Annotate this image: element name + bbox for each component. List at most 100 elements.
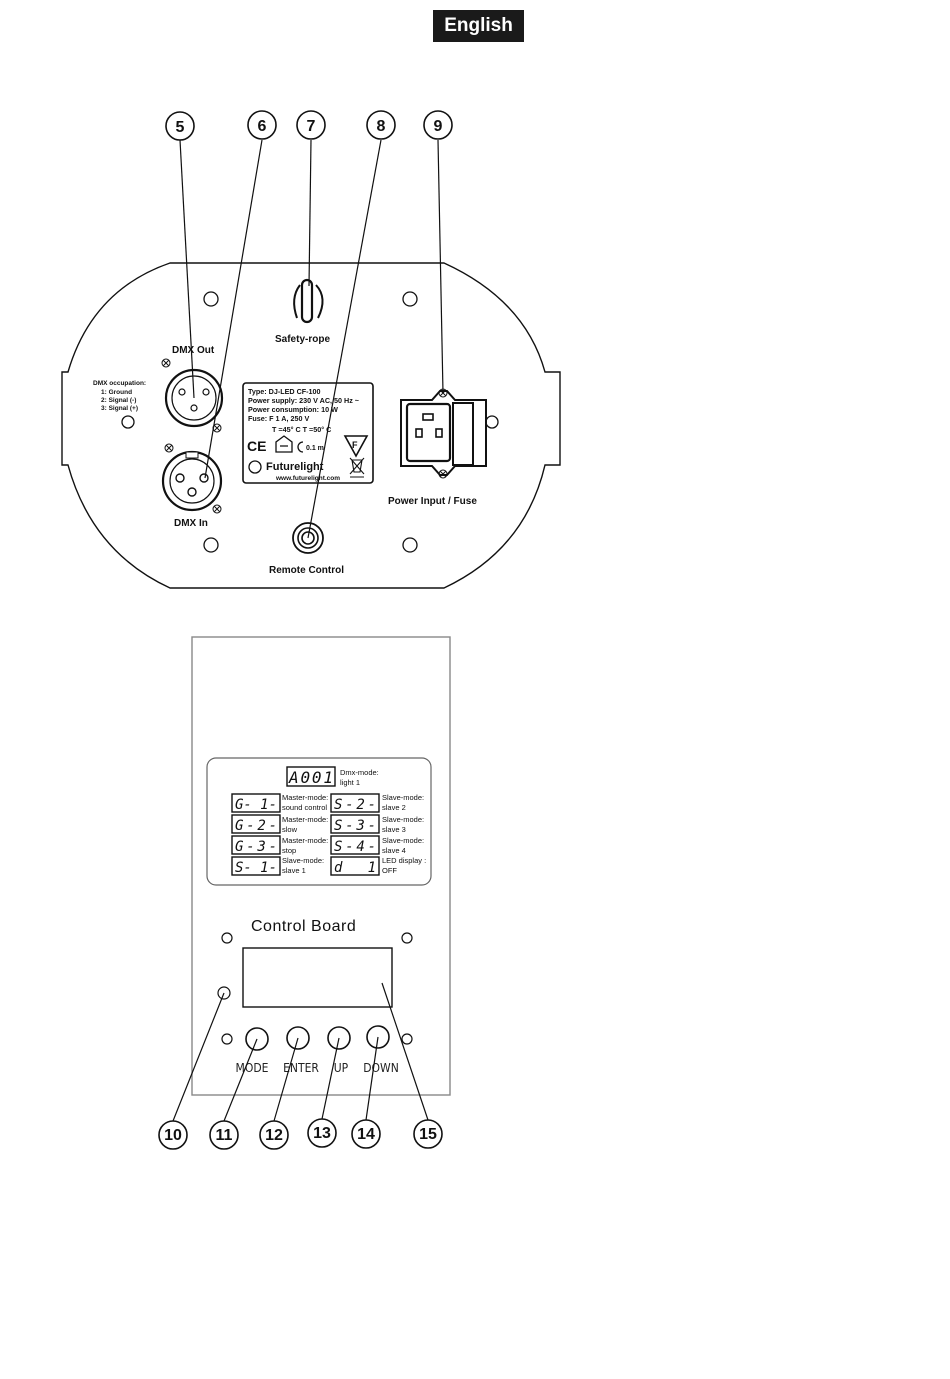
mode-desc: LED display : — [382, 856, 426, 865]
mode-desc: sound control — [282, 803, 327, 812]
mode-desc: stop — [282, 846, 296, 855]
dmx-out-label: DMX Out — [172, 345, 215, 356]
mode-code: G-2- — [235, 818, 277, 834]
mode-table — [206, 757, 432, 886]
svg-text:5: 5 — [176, 119, 185, 136]
up-button-label: UP — [334, 1061, 349, 1075]
callout-15: 15 — [413, 1119, 443, 1149]
dmx-in-label: DMX In — [174, 518, 208, 529]
down-button[interactable] — [366, 1025, 390, 1049]
mode-button[interactable] — [245, 1027, 269, 1051]
min-distance: 0.1 m — [306, 445, 324, 452]
callout-7: 7 — [296, 110, 326, 140]
power-input-socket — [400, 388, 487, 479]
mode-desc: light 1 — [340, 778, 360, 787]
dmx-in-connector — [161, 443, 223, 514]
safety-rope-eyelet — [293, 278, 324, 324]
svg-text:7: 7 — [307, 118, 316, 135]
control-panel-outline — [191, 636, 451, 1096]
down-button-label: DOWN — [363, 1061, 399, 1075]
mounting-hole — [485, 415, 499, 429]
mode-desc: slave 3 — [382, 825, 406, 834]
svg-text:13: 13 — [313, 1125, 331, 1142]
enter-button[interactable] — [286, 1026, 310, 1050]
ground-icon — [248, 460, 262, 474]
power-input-label: Power Input / Fuse — [388, 496, 477, 507]
mode-code: G- 1- — [235, 797, 277, 813]
enter-button-label: ENTER — [283, 1061, 319, 1075]
callout-11: 11 — [209, 1120, 239, 1150]
housing-outline — [61, 262, 561, 589]
brand-logo: Futurelight — [266, 461, 324, 473]
dmx-occupation-pin1: 1: Ground — [101, 389, 132, 396]
mode-code: G-3- — [235, 839, 277, 855]
up-button[interactable] — [327, 1026, 351, 1050]
mode-desc: Slave-mode: — [382, 815, 424, 824]
type-plate-temps: T =45° C T =50° C — [272, 425, 331, 434]
dmx-out-connector — [161, 358, 224, 433]
ce-mark: CE — [247, 438, 266, 454]
indicator-led — [217, 986, 231, 1000]
callout-13: 13 — [307, 1118, 337, 1148]
mounting-hole — [203, 291, 219, 307]
mounting-hole — [203, 537, 219, 553]
mounting-hole — [221, 932, 233, 944]
mounting-hole — [402, 291, 418, 307]
svg-text:10: 10 — [164, 1127, 182, 1144]
mode-desc: slave 1 — [282, 866, 306, 875]
led-display-window — [242, 947, 393, 1008]
f-mark: F — [352, 440, 358, 450]
weee-bin-icon — [349, 457, 365, 478]
mounting-hole — [221, 1033, 233, 1045]
callout-10: 10 — [158, 1120, 188, 1150]
callout-12: 12 — [259, 1120, 289, 1150]
f-mark-triangle — [343, 435, 369, 458]
type-plate: Type: DJ-LED CF-100 Power supply: 230 V … — [242, 382, 374, 484]
mounting-hole — [401, 1033, 413, 1045]
mode-button-label: MODE — [236, 1061, 269, 1075]
svg-text:11: 11 — [216, 1127, 233, 1144]
mode-desc: slow — [282, 825, 298, 834]
mode-code: S-3- — [334, 818, 376, 834]
callout-8: 8 — [366, 110, 396, 140]
mode-desc: slave 4 — [382, 846, 406, 855]
svg-text:15: 15 — [419, 1126, 437, 1143]
safety-rope-label: Safety-rope — [275, 334, 330, 345]
indoor-use-icon — [275, 435, 293, 453]
mode-desc: Slave-mode: — [282, 856, 324, 865]
type-plate-line: Fuse: F 1 A, 250 V — [248, 414, 309, 423]
svg-text:6: 6 — [258, 118, 267, 135]
mode-desc: Master-mode: — [282, 836, 328, 845]
mounting-hole — [401, 932, 413, 944]
dmx-occupation-title: DMX occupation: — [93, 380, 146, 387]
svg-text:8: 8 — [377, 118, 386, 135]
svg-text:12: 12 — [265, 1127, 283, 1144]
type-plate-line: Type: DJ-LED CF-100 — [248, 387, 321, 396]
mode-desc: Slave-mode: — [382, 793, 424, 802]
dmx-occupation-pin3: 3: Signal (+) — [101, 405, 138, 412]
dmx-occupation-pin2: 2: Signal (-) — [101, 397, 136, 404]
callout-5: 5 — [165, 111, 195, 141]
control-board-title: Control Board — [251, 918, 356, 935]
mode-desc: Master-mode: — [282, 793, 328, 802]
mounting-hole — [402, 537, 418, 553]
mode-desc: OFF — [382, 866, 397, 875]
mode-code: S- 1- — [235, 860, 277, 876]
type-plate-line: Power consumption: 10 W — [248, 405, 338, 414]
mode-desc: slave 2 — [382, 803, 406, 812]
callout-6: 6 — [247, 110, 277, 140]
mode-desc: Dmx-mode: — [340, 768, 379, 777]
remote-control-label: Remote Control — [269, 565, 344, 576]
distance-icon — [297, 441, 304, 453]
svg-text:9: 9 — [434, 118, 443, 135]
mode-desc: Master-mode: — [282, 815, 328, 824]
language-tag: English — [433, 10, 524, 42]
brand-url: www.futurelight.com — [275, 475, 340, 482]
svg-text:14: 14 — [357, 1126, 375, 1143]
control-panel: A001 Dmx-mode: light 1 G- 1- Master-mode… — [158, 636, 451, 1150]
mode-code: S-2- — [334, 797, 376, 813]
rear-panel: DMX occupation: 1: Ground 2: Signal (-) … — [61, 110, 561, 589]
mode-code: d 1 — [334, 860, 376, 876]
type-plate-line: Power supply: 230 V AC, 50 Hz ~ — [248, 396, 359, 405]
